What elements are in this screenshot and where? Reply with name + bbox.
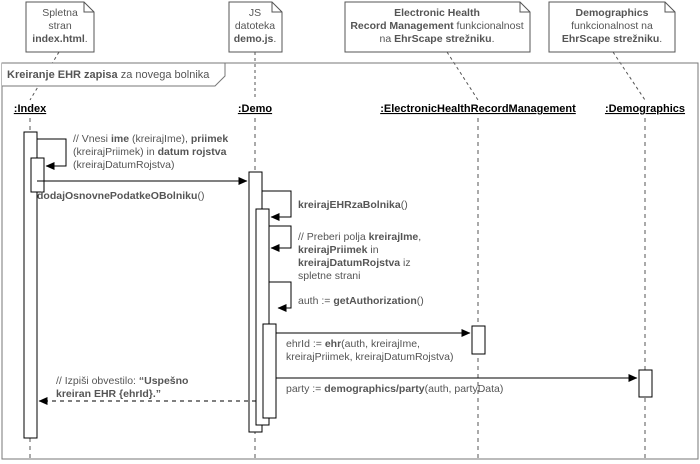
text-run: za novega bolnika [118,69,211,81]
text-run: “Uspešno [139,375,189,387]
text-run: Spletna [42,7,78,19]
text-run: demo.js [234,33,274,45]
text-run: (kreirajDatumRojstva) [73,159,175,171]
text-run: JS [249,7,261,19]
self-message-arrow [269,225,292,252]
text-run: (auth, kreirajIme, [341,338,420,350]
text-run: kreirajPriimek [298,244,368,256]
text-run: EhrScape strežniku [562,33,659,45]
interaction-frame: Kreiranje EHR zapisa za novega bolnika [1,62,699,460]
text-run: spletne strani [298,270,360,282]
lifeline-label-demo: :Demo [238,103,273,115]
activation-demo-nested-2 [262,323,277,419]
lifeline-label-index: :Index [14,103,47,115]
text-run: . [273,33,276,45]
self-message-arrow [37,138,67,170]
text-run: Kreiranje EHR zapisa [7,69,119,81]
text-run: . [659,33,662,45]
message-label-demographics-party: party := demographics/party(auth, partyD… [286,383,503,395]
text-run: getAuthorization [333,295,416,307]
text-run: datum rojstva [158,146,227,158]
text-run: demographics/party [324,383,425,395]
text-run: funkcionalnost [454,20,524,32]
text-run: index.html [32,33,85,45]
text-run: stran [48,20,72,32]
message-label-read-fields: // Preberi polja kreirajIme, kreirajPriim… [298,231,421,282]
text-run: iz [400,257,411,269]
lifeline-label-ehr-management: :ElectronicHealthRecordManagement [380,103,576,115]
message-label-add-basic-data: dodajOsnovnePodatkeOBolniku() [37,190,204,202]
text-run: na [380,33,395,45]
text-run: kreirajDatumRojstva [298,257,400,269]
text-run: datoteka [235,20,275,32]
text-run: kreirajEHRzaBolnika [298,199,401,211]
text-run: kreirajIme [369,231,419,243]
activation-ehr-management [471,325,486,355]
text-run: (auth, partyData) [425,383,504,395]
self-message-arrow [262,190,292,221]
text-run: , [418,231,421,243]
text-run: // Izpiši obvestilo: [56,375,139,387]
text-run: dodajOsnovnePodatkeOBolniku [37,190,197,202]
text-run: . [85,33,88,45]
activation-index-nested [30,157,45,193]
activation-demographics [638,369,653,398]
text-run: ehrId := [286,338,325,350]
note-connector [612,51,646,101]
text-run: auth := [298,295,333,307]
message-label-input-fields: // Vnesi ime (kreirajIme), priimek (kreir… [73,133,228,171]
text-run: priimek [191,133,229,145]
text-run: Demographics [576,7,649,19]
frame-title: Kreiranje EHR zapisa za novega bolnika [7,69,210,81]
note-connector [446,51,479,101]
text-run: ehr [325,338,341,350]
text-run: (kreirajPriimek) in [73,146,158,158]
text-run: party := [286,383,324,395]
message-label-get-authorization: auth := getAuthorization() [298,295,424,307]
text-run: funkcionalnost na [571,20,653,32]
text-run: () [417,295,424,307]
self-message-arrow [269,281,292,312]
activation-index [23,131,38,439]
text-run: // Vnesi [73,133,111,145]
text-run: () [197,190,204,202]
text-run: in [367,244,378,256]
text-run: EhrScape strežniku [394,33,491,45]
text-run: // Preberi polja [298,231,369,243]
text-run: Record Management [350,20,454,32]
text-run: () [401,199,408,211]
lifeline-label-demographics: :Demographics [605,103,685,115]
text-run: (kreirajIme), [129,133,191,145]
text-run: kreiran EHR {ehrId}.” [56,388,161,400]
text-run: kreirajPriimek, kreirajDatumRojstva) [286,351,453,363]
text-run: . [492,33,495,45]
message-label-ehr-call: ehrId := ehr(auth, kreirajIme,kreirajPri… [286,338,453,363]
text-run: Electronic Health [394,7,480,19]
text-run: ime [111,133,129,145]
message-label-create-ehr: kreirajEHRzaBolnika() [298,199,408,211]
